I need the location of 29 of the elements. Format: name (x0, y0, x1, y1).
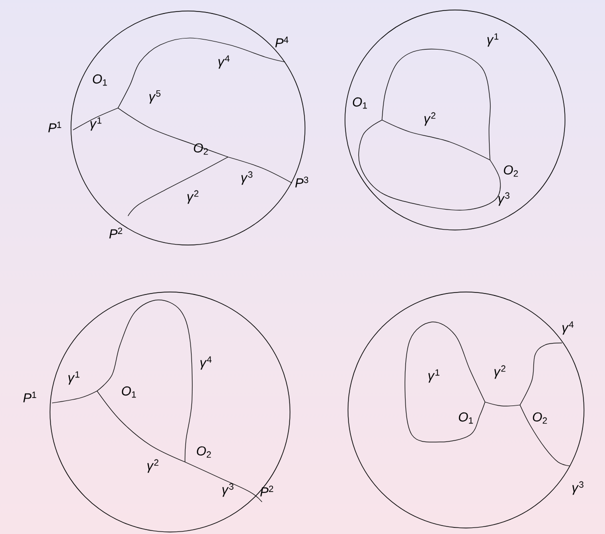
curve-label: O$_{2}$ (532, 412, 547, 424)
curve-label: γ$^{5}$ (149, 90, 160, 104)
curve-label: γ$^{1}$ (68, 371, 80, 385)
curve-label: γ$^{3}$ (241, 171, 252, 185)
curve-label: O$_{1}$ (122, 386, 136, 398)
curve-label: γ$^{3}$ (222, 483, 234, 497)
curve-label: γ$^{2}$ (494, 365, 506, 379)
curve-label: γ$^{2}$ (424, 112, 436, 126)
curve-label: γ$^{1}$ (428, 369, 440, 383)
curve-label: γ$^{2}$ (147, 459, 158, 473)
curve-label: O$_{1}$ (352, 97, 367, 109)
curve-label: P$^{4}$ (275, 36, 288, 48)
curve-label: O$_{2}$ (504, 165, 518, 177)
curve-label: P$^{2}$ (260, 486, 274, 496)
curve-label: γ$^{4}$ (218, 55, 230, 69)
curve-label: P$^{1}$ (48, 122, 62, 132)
curve-label: P$^{2}$ (109, 228, 122, 238)
curve-label: O$_{2}$ (196, 446, 211, 458)
curve-label: P$^{1}$ (23, 392, 36, 402)
curve-label: γ$^{3}$ (572, 481, 584, 495)
curve-label: γ$^{1}$ (487, 33, 498, 47)
curve-label: P$^{3}$ (295, 176, 308, 188)
curve-label: γ$^{2}$ (187, 190, 198, 204)
curve-label: γ$^{4}$ (200, 356, 212, 370)
curve-label: γ$^{4}$ (562, 321, 574, 335)
curve-label: γ$^{3}$ (498, 192, 510, 206)
curve-label: O$_{1}$ (458, 412, 473, 424)
curve-label: γ$^{1}$ (90, 117, 102, 131)
curve-label: O$_{1}$ (92, 74, 107, 86)
